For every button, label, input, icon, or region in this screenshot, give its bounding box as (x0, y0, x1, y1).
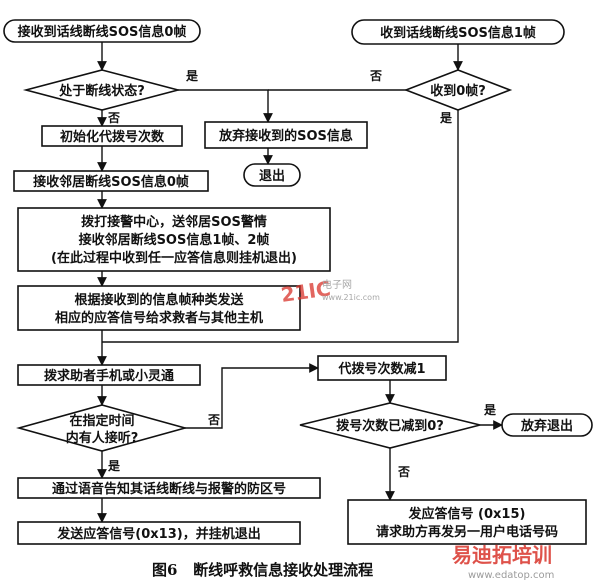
send-0x13-text: 发送应答信号(0x13)，并挂机退出 (56, 526, 260, 542)
label-zero-yes: 是 (483, 403, 497, 417)
watermark-edatop: 易迪拓培训 www.edatop.com (452, 543, 554, 581)
notify-text: 通过语音告知其话线断线与报警的防区号 (52, 481, 286, 497)
decrement-count-text: 代拨号次数减1 (337, 361, 425, 377)
start-node-frame1-text: 收到话线断线SOS信息1帧 (380, 25, 536, 41)
dial-mobile-box: 拨求助者手机或小灵通 (17, 364, 201, 386)
label-answer-no: 否 (207, 413, 220, 427)
watermark-edatop-url: www.edatop.com (468, 570, 554, 581)
edge-disconnected-yes (178, 89, 273, 123)
decision-count-zero: 拨号次数已减到0? (299, 402, 481, 449)
send-0x15-line-1: 发应答信号 (0x15) (408, 506, 526, 522)
decision-count-zero-text: 拨号次数已减到0? (336, 418, 444, 434)
init-count-text: 初始化代拨号次数 (60, 129, 165, 145)
decrement-count-box: 代拨号次数减1 (317, 355, 447, 381)
watermark-21ic: 21IC 电子网 www.21ic.com (279, 276, 380, 307)
decision-answer-line-1: 在指定时间 (69, 413, 134, 429)
discard-box: 放弃接收到的SOS信息 (204, 121, 368, 149)
send-response-line-1: 根据接收到的信息帧种类发送 (74, 292, 244, 308)
edge-answer-no (185, 363, 319, 429)
watermark-21ic-label: 电子网 (322, 278, 352, 291)
dial-center-line-1: 拨打接警中心，送邻居SOS警情 (81, 214, 267, 230)
recv-neighbor-text: 接收邻居断线SOS信息0帧 (33, 174, 189, 190)
decision-answer: 在指定时间 内有人接听? (16, 404, 188, 452)
exit-terminal: 退出 (243, 163, 301, 187)
label-disconnected-no: 否 (107, 111, 120, 125)
watermark-edatop-logo: 易迪拓培训 (452, 543, 552, 567)
edge-labels: 是 否 否 是 否 是 是 否 (107, 69, 497, 479)
start-node-frame1: 收到话线断线SOS信息1帧 (351, 19, 565, 45)
send-response-box: 根据接收到的信息帧种类发送 相应的应答信号给求救者与其他主机 (17, 285, 301, 331)
dial-mobile-text: 拨求助者手机或小灵通 (44, 368, 174, 384)
discard-text: 放弃接收到的SOS信息 (218, 128, 353, 144)
send-response-line-2: 相应的应答信号给求救者与其他主机 (55, 310, 263, 326)
edge-frame0-yes (102, 110, 459, 343)
dial-center-box: 拨打接警中心，送邻居SOS警情 接收邻居断线SOS信息1帧、2帧 (在此过程中收… (17, 207, 331, 272)
decision-frame0: 收到0帧? (403, 69, 513, 111)
notify-box: 通过语音告知其话线断线与报警的防区号 (17, 477, 321, 499)
send-0x15-line-2: 请求助方再发另一用户电话号码 (376, 524, 558, 540)
decision-disconnected-text: 处于断线状态? (58, 83, 145, 99)
dial-center-line-3: (在此过程中收到任一应答信息则挂机退出) (51, 250, 297, 266)
recv-neighbor-box: 接收邻居断线SOS信息0帧 (13, 170, 209, 192)
label-answer-yes: 是 (107, 459, 121, 473)
decision-answer-line-2: 内有人接听? (66, 430, 139, 446)
watermark-21ic-url: www.21ic.com (322, 293, 380, 302)
give-up-terminal: 放弃退出 (501, 413, 593, 437)
start-node-frame0: 接收到话线断线SOS信息0帧 (3, 19, 201, 43)
label-disconnected-yes: 是 (185, 69, 199, 83)
start-node-frame0-text: 接收到话线断线SOS信息0帧 (18, 24, 187, 40)
exit-text: 退出 (259, 168, 285, 184)
figure-caption: 图6 断线呼救信息接收处理流程 (152, 561, 373, 579)
decision-disconnected: 处于断线状态? (22, 69, 182, 111)
label-frame0-yes: 是 (439, 111, 453, 125)
send-0x13-box: 发送应答信号(0x13)，并挂机退出 (17, 521, 301, 545)
give-up-text: 放弃退出 (520, 418, 573, 434)
edges (97, 42, 503, 523)
init-count-box: 初始化代拨号次数 (41, 125, 183, 147)
send-0x15-box: 发应答信号 (0x15) 请求助方再发另一用户电话号码 (347, 499, 587, 545)
label-frame0-no: 否 (369, 69, 382, 83)
label-zero-no: 否 (397, 465, 410, 479)
decision-frame0-text: 收到0帧? (430, 83, 486, 99)
dial-center-line-2: 接收邻居断线SOS信息1帧、2帧 (79, 232, 270, 248)
